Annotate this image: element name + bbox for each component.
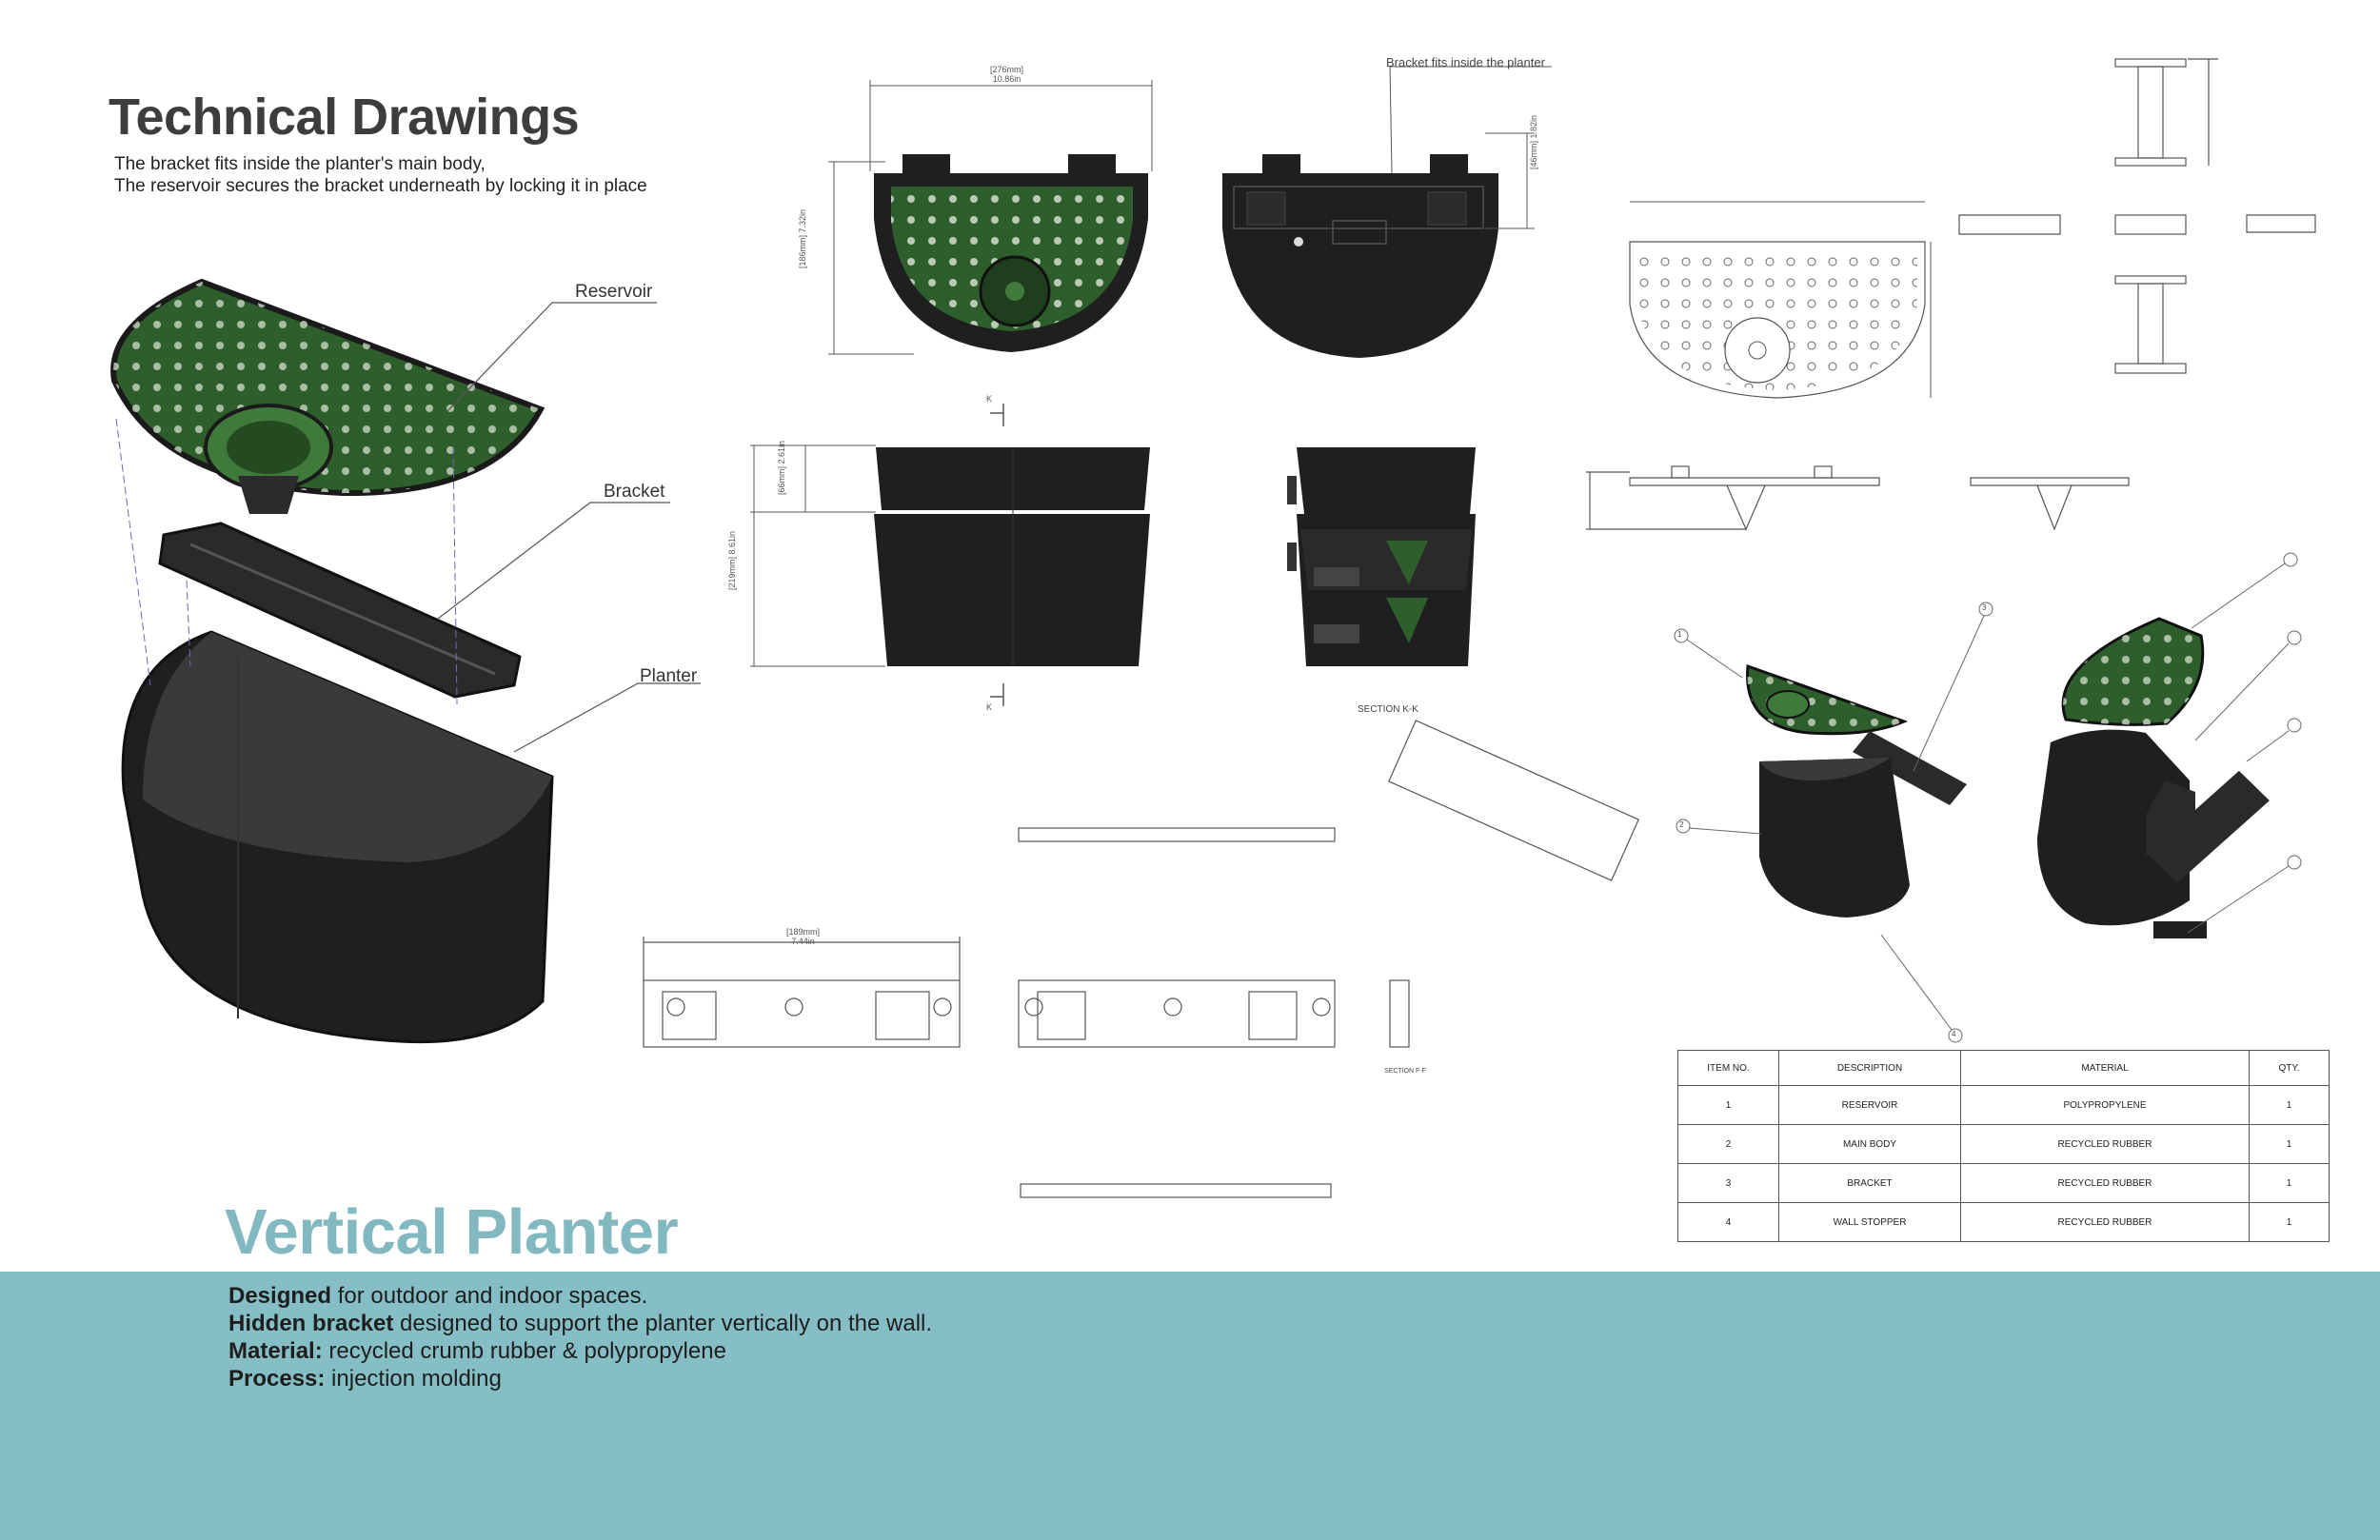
section-ff-label: SECTION F-F	[1384, 1068, 1426, 1075]
bom-cell: RECYCLED RUBBER	[1960, 1124, 2250, 1164]
bom-header-material: MATERIAL	[1960, 1050, 2250, 1086]
section-kk-view	[1287, 447, 1476, 666]
section-mark-bottom: K	[986, 702, 993, 712]
balloon-2: 2	[1679, 820, 1684, 829]
dim-upper-in: 2.61in	[777, 440, 786, 464]
bom-cell: RECYCLED RUBBER	[1960, 1202, 2250, 1242]
callout-reservoir: Reservoir	[575, 282, 653, 302]
wall-stopper-drawings	[1958, 58, 2316, 374]
dim-width: [276mm] 10.86in	[990, 65, 1023, 84]
feature-line-2: Hidden bracket designed to support the p…	[228, 1311, 932, 1337]
dim-bracket-mm: [189mm]	[786, 927, 821, 937]
reservoir-top-view	[828, 80, 1153, 355]
dim-height: [219mm] 8.61in	[727, 531, 737, 590]
bom-cell: 1	[2249, 1202, 2330, 1242]
bom-cell: RECYCLED RUBBER	[1960, 1163, 2250, 1203]
exploded-view	[110, 278, 701, 1044]
feature-2-text: designed to support the planter vertical…	[393, 1311, 933, 1336]
bottom-band	[0, 1272, 2380, 1540]
dim-upper-mm: [66mm]	[777, 465, 786, 495]
dim-tab: [46mm] 1.82in	[1529, 115, 1538, 169]
bom-header-qty: QTY.	[2249, 1050, 2330, 1086]
feature-line-4: Process: injection molding	[228, 1366, 502, 1392]
dim-bracket: [189mm] 7.44in	[786, 927, 820, 946]
dim-depth-in: 7.32in	[798, 208, 807, 233]
dim-depth: [186mm] 7.32in	[798, 209, 807, 268]
bom-cell: 4	[1677, 1202, 1779, 1242]
product-name: Vertical Planter	[225, 1196, 679, 1268]
section-mark-top: K	[986, 394, 993, 404]
feature-1-bold: Designed	[228, 1283, 332, 1309]
bom-table: ITEM NO. DESCRIPTION MATERIAL QTY. 1 RES…	[1677, 1050, 2330, 1242]
bom-header-item: ITEM NO.	[1677, 1050, 1779, 1086]
feature-1-text: for outdoor and indoor spaces.	[331, 1283, 648, 1309]
table-row: 1 RESERVOIR POLYPROPYLENE 1	[1677, 1085, 2330, 1125]
balloon-4: 4	[1952, 1030, 1956, 1038]
feature-line-3: Material: recycled crumb rubber & polypr…	[228, 1338, 726, 1365]
feature-4-bold: Process:	[228, 1366, 326, 1392]
table-row: 3 BRACKET RECYCLED RUBBER 1	[1677, 1163, 2330, 1203]
callout-planter: Planter	[640, 666, 698, 686]
bom-cell: 1	[2249, 1085, 2330, 1125]
feature-line-1: Designed for outdoor and indoor spaces.	[228, 1283, 647, 1310]
bom-cell: RESERVOIR	[1778, 1085, 1961, 1125]
feature-3-bold: Material:	[228, 1338, 323, 1364]
bom-header-row: ITEM NO. DESCRIPTION MATERIAL QTY.	[1677, 1050, 2330, 1086]
feature-2-bold: Hidden bracket	[228, 1311, 394, 1336]
exploded-bracket	[158, 522, 522, 699]
dim-tab-mm: [46mm]	[1529, 140, 1538, 169]
bom-cell: 1	[1677, 1085, 1779, 1125]
bom-cell: BRACKET	[1778, 1163, 1961, 1203]
dim-width-mm: [276mm]	[990, 65, 1024, 74]
bom-cell: 2	[1677, 1124, 1779, 1164]
callout-bracket-note: Bracket fits inside the planter	[1386, 55, 1545, 69]
reservoir-line-drawing	[1629, 201, 1932, 399]
dim-tab-in: 1.82in	[1529, 114, 1538, 139]
bom-cell: MAIN BODY	[1778, 1124, 1961, 1164]
bom-cell: WALL STOPPER	[1778, 1202, 1961, 1242]
table-row: 2 MAIN BODY RECYCLED RUBBER 1	[1677, 1124, 2330, 1164]
dim-width-in: 10.86in	[992, 74, 1021, 84]
dim-depth-mm: [186mm]	[798, 234, 807, 268]
feature-3-text: recycled crumb rubber & polypropylene	[322, 1338, 726, 1364]
bom-cell: POLYPROPYLENE	[1960, 1085, 2250, 1125]
assembly-views	[1674, 552, 2302, 1043]
balloon-3: 3	[1982, 603, 1987, 612]
bom-cell: 1	[2249, 1124, 2330, 1164]
dim-upper: [66mm] 2.61in	[777, 441, 786, 495]
balloon-1: 1	[1677, 630, 1682, 639]
dim-bracket-in: 7.44in	[791, 937, 815, 946]
intro-line-2: The reservoir secures the bracket undern…	[114, 176, 647, 196]
dim-height-in: 8.61in	[727, 530, 737, 555]
feature-4-text: injection molding	[325, 1366, 502, 1392]
planter-rear-view	[1222, 66, 1552, 358]
table-row: 4 WALL STOPPER RECYCLED RUBBER 1	[1677, 1202, 2330, 1242]
page-title: Technical Drawings	[109, 89, 580, 146]
planter-side-view	[750, 404, 1150, 706]
section-kk-label: SECTION K-K	[1358, 704, 1418, 715]
bom-header-description: DESCRIPTION	[1778, 1050, 1961, 1086]
callout-bracket: Bracket	[604, 482, 665, 502]
bom-cell: 1	[2249, 1163, 2330, 1203]
reservoir-profile-drawings	[1586, 465, 2130, 531]
dim-height-mm: [219mm]	[727, 556, 737, 590]
bom-cell: 3	[1677, 1163, 1779, 1203]
intro-line-1: The bracket fits inside the planter's ma…	[114, 154, 486, 174]
bracket-drawings	[643, 720, 1639, 1198]
